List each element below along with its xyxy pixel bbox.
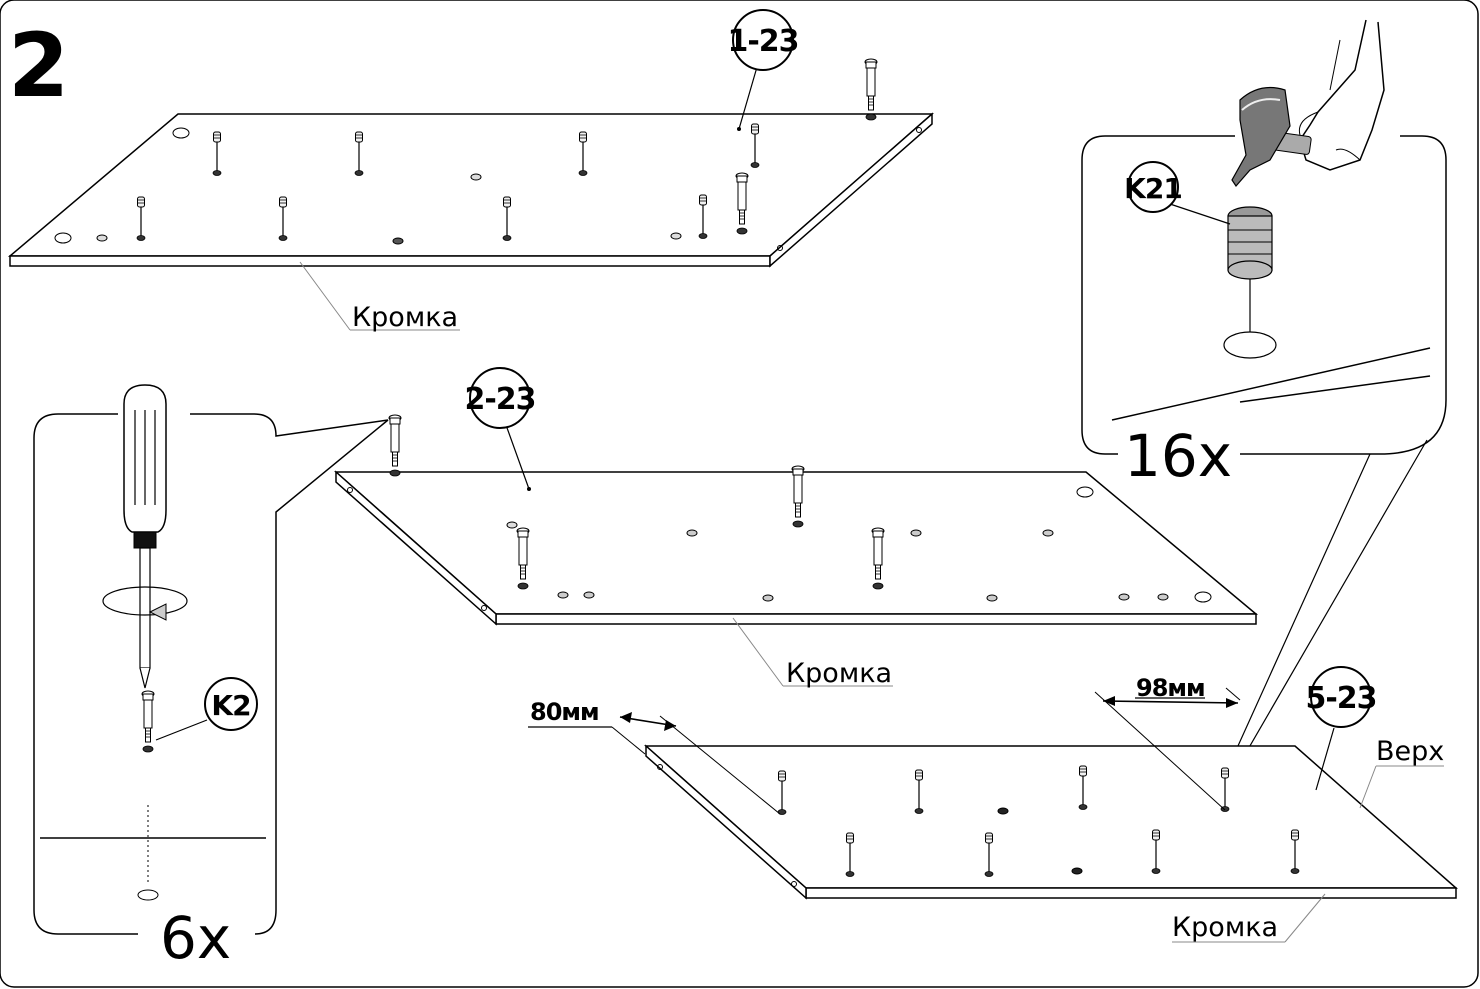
panel-id-callout-2-23: 2-23: [464, 367, 537, 429]
hammer-callout: K21 16x: [1081, 19, 1447, 771]
edge-label-2: Кромка: [732, 617, 893, 689]
panel-1-23: [7, 58, 934, 268]
dimension-98mm: 98мм: [1094, 674, 1241, 811]
svg-text:Кромка: Кромка: [786, 658, 892, 689]
screwdriver-icon: [123, 384, 167, 689]
svg-text:Кромка: Кромка: [352, 302, 458, 333]
svg-text:K21: K21: [1124, 172, 1182, 205]
svg-text:K2: K2: [211, 689, 250, 722]
panel-id-callout-1-23: 1-23: [727, 9, 800, 71]
part-callout-k21: K21: [1124, 161, 1183, 213]
quantity-screw: 6x: [160, 904, 231, 972]
rotation-arrow-icon: [102, 586, 188, 621]
step-number: 2: [8, 14, 69, 117]
dowel-icon: [1227, 206, 1273, 280]
panel-5-23: [644, 727, 1458, 900]
panel-id-callout-5-23: 5-23: [1305, 666, 1378, 728]
edge-label-3: Кромка: [1172, 893, 1326, 943]
edge-label-1: Кромка: [299, 261, 460, 333]
panel-id-text: 1-23: [727, 24, 798, 59]
svg-text:Кромка: Кромка: [1172, 912, 1278, 943]
svg-text:98мм: 98мм: [1136, 674, 1205, 702]
part-callout-k2: K2: [204, 677, 258, 731]
quantity-hammer: 16x: [1124, 422, 1232, 490]
top-label: Верх: [1359, 736, 1444, 809]
panel-id-text: 5-23: [1305, 681, 1376, 716]
svg-text:80мм: 80мм: [530, 698, 599, 726]
panel-id-text: 2-23: [464, 382, 535, 417]
screwdriver-callout: K2 6x: [33, 384, 389, 972]
panel-2-23: [334, 414, 1259, 626]
dimension-80mm: 80мм: [528, 698, 781, 815]
svg-text:Верх: Верх: [1376, 736, 1444, 767]
